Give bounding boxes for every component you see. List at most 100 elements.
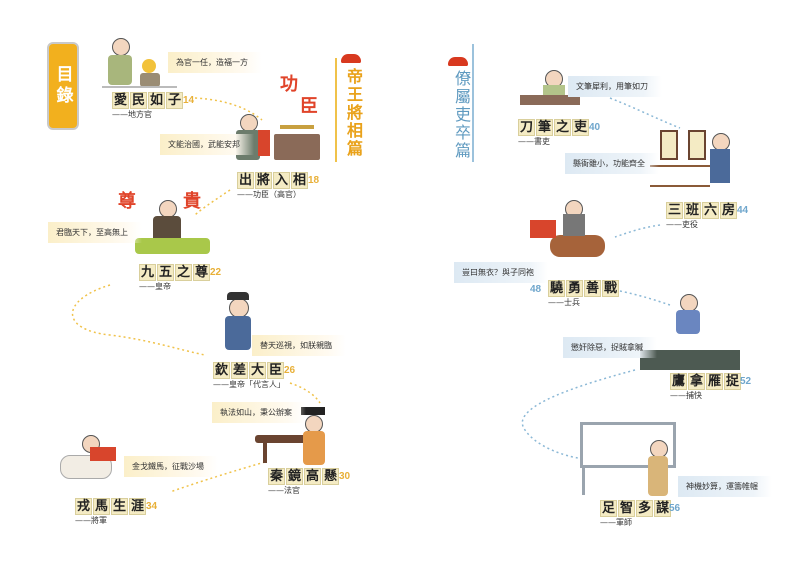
title-char: 涯	[129, 498, 146, 515]
page-number[interactable]: 14	[183, 95, 195, 106]
title-char: 入	[273, 172, 290, 189]
title-char: 雁	[706, 373, 723, 390]
title-char: 智	[618, 500, 635, 517]
title-char: 如	[148, 92, 165, 109]
title-char: 之	[175, 264, 192, 281]
toc-entry[interactable]: 鷹拿雁捉 ——捕快	[670, 373, 741, 401]
entry-title: 九五之尊	[139, 264, 210, 281]
constable-illustration	[640, 290, 740, 372]
title-char: 謀	[654, 500, 671, 517]
entry-role: ——吏役	[666, 220, 698, 229]
entry-title: 秦鏡高懸	[268, 468, 339, 485]
soldier-illustration	[525, 190, 615, 270]
title-char: 大	[249, 362, 266, 379]
title-char: 九	[139, 264, 156, 281]
clerk-illustration	[515, 65, 585, 115]
title-char: 五	[157, 264, 174, 281]
title-char: 高	[304, 468, 321, 485]
page-number[interactable]: 34	[146, 501, 158, 512]
entry-title: 戎馬生涯	[75, 498, 146, 515]
title-char: 出	[237, 172, 254, 189]
entry-title: 足智多謀	[600, 500, 671, 517]
page-number[interactable]: 52	[740, 376, 752, 387]
page-number[interactable]: 30	[339, 471, 351, 482]
entry-caption: 豈曰無衣？與子同袍	[454, 262, 548, 283]
connector-right-1	[609, 97, 681, 129]
title-char: 民	[130, 92, 147, 109]
toc-entry[interactable]: 戎馬生涯 ——將軍	[75, 498, 146, 526]
title-char: 拿	[688, 373, 705, 390]
title-char: 房	[720, 202, 737, 219]
title-char: 秦	[268, 468, 285, 485]
page-number[interactable]: 56	[669, 503, 681, 514]
toc-entry[interactable]: 三班六房 ——吏役	[666, 202, 737, 230]
entry-role: ——將軍	[75, 516, 107, 525]
toc-entry[interactable]: 愛民如子 ——地方官	[112, 92, 183, 120]
connector-right-4	[521, 369, 636, 459]
entry-role: ——皇帝「代言人」	[213, 380, 285, 389]
connector-left-4	[289, 382, 321, 404]
page-number[interactable]: 18	[308, 175, 320, 186]
yamen-illustration	[650, 125, 735, 190]
entry-role: ——書吏	[518, 137, 550, 146]
title-char: 吏	[572, 119, 589, 136]
toc-entry[interactable]: 刀筆之吏 ——書吏	[518, 119, 589, 147]
title-char: 三	[666, 202, 683, 219]
entry-title: 鷹拿雁捉	[670, 373, 741, 390]
title-char: 善	[584, 280, 601, 297]
title-char: 勇	[566, 280, 583, 297]
page-number[interactable]: 44	[737, 205, 749, 216]
toc-entry[interactable]: 出將入相 ——功臣（高官）	[237, 172, 308, 200]
section-divider	[472, 44, 474, 162]
entry-title: 三班六房	[666, 202, 737, 219]
title-char: 懸	[322, 468, 339, 485]
decoration-text: 貴	[183, 191, 201, 212]
toc-entry[interactable]: 秦鏡高懸 ——法官	[268, 468, 339, 496]
title-char: 生	[111, 498, 128, 515]
section-divider	[335, 58, 337, 162]
title-char: 戎	[75, 498, 92, 515]
title-char: 鏡	[286, 468, 303, 485]
title-char: 相	[291, 172, 308, 189]
title-char: 多	[636, 500, 653, 517]
entry-caption: 縣衙雖小，功能齊全	[565, 153, 659, 174]
toc-entry[interactable]: 九五之尊 ——皇帝	[139, 264, 210, 292]
page-number[interactable]: 40	[589, 122, 601, 133]
entry-caption: 替天巡視，如朕親臨	[252, 335, 346, 356]
toc-entry[interactable]: 驍勇善戰 ——士兵	[548, 280, 619, 308]
toc-entry[interactable]: 足智多謀 ——軍師	[600, 500, 671, 528]
decoration-text: 尊	[118, 191, 136, 212]
section-title-left: 帝王將相篇	[344, 68, 363, 158]
official-illustration	[102, 33, 177, 88]
title-char: 六	[702, 202, 719, 219]
title-char: 臣	[267, 362, 284, 379]
title-char: 子	[166, 92, 183, 109]
entry-caption: 神機妙算，運籌帷幄	[678, 476, 772, 497]
entry-caption: 為官一任，造福一方	[168, 52, 262, 73]
entry-role: ——士兵	[548, 298, 580, 307]
decoration-text: 功	[280, 74, 298, 95]
emperor-illustration	[135, 192, 210, 254]
entry-title: 刀筆之吏	[518, 119, 589, 136]
entry-role: ——捕快	[670, 391, 702, 400]
entry-role: ——法官	[268, 486, 300, 495]
entry-caption: 金戈鐵馬，征戰沙場	[124, 456, 218, 477]
entry-caption: 文筆犀利，用筆如刀	[568, 76, 662, 97]
title-char: 將	[255, 172, 272, 189]
page-number[interactable]: 22	[210, 267, 222, 278]
page-number[interactable]: 26	[284, 365, 296, 376]
connector-left-2	[194, 189, 231, 216]
title-char: 刀	[518, 119, 535, 136]
entry-role: ——軍師	[600, 518, 632, 527]
title-char: 班	[684, 202, 701, 219]
connector-right-3	[614, 289, 671, 306]
entry-title: 出將入相	[237, 172, 308, 189]
toc-entry[interactable]: 欽差大臣 ——皇帝「代言人」	[213, 362, 285, 390]
crown-icon	[341, 54, 361, 63]
title-char: 捉	[724, 373, 741, 390]
page-number[interactable]: 48	[530, 284, 542, 295]
general-illustration	[50, 415, 135, 497]
entry-title: 驍勇善戰	[548, 280, 619, 297]
entry-title: 愛民如子	[112, 92, 183, 109]
